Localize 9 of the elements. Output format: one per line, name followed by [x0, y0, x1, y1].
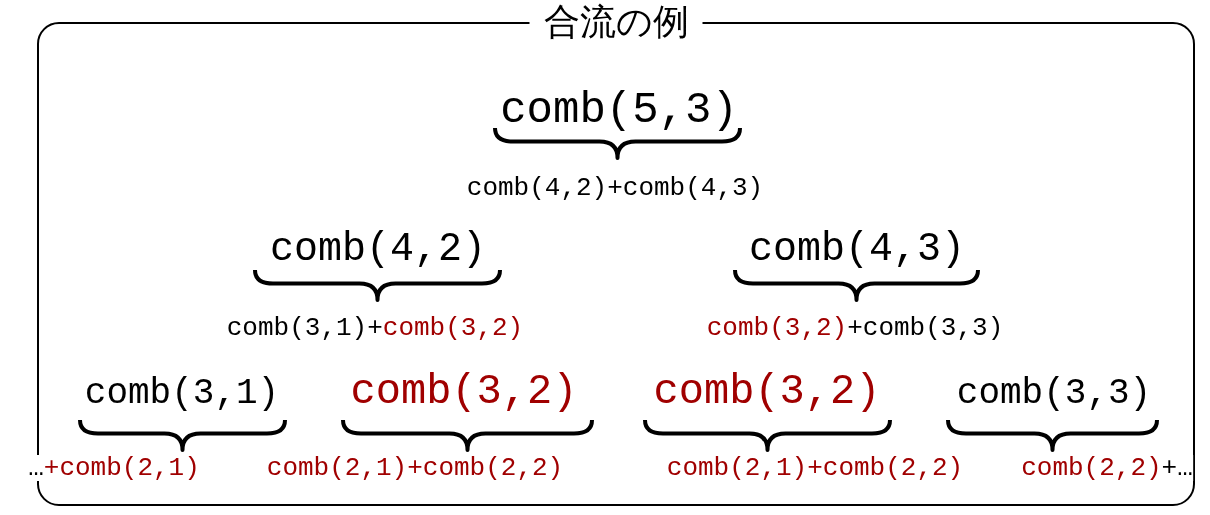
expression-text: comb(5,3)	[500, 88, 738, 132]
expression-text: comb(4,2)	[270, 230, 486, 270]
expression-text: comb(3,2)	[350, 371, 578, 413]
expression-text: comb(3,1)	[84, 376, 280, 412]
expansion-text: comb(2,2)+…	[1021, 455, 1193, 481]
frame-title: 合流の例	[529, 2, 703, 42]
expression-text: comb(4,3)	[749, 230, 965, 270]
expression-text: comb(3,3)	[956, 376, 1152, 412]
expression-text: comb(3,2)	[653, 371, 881, 413]
